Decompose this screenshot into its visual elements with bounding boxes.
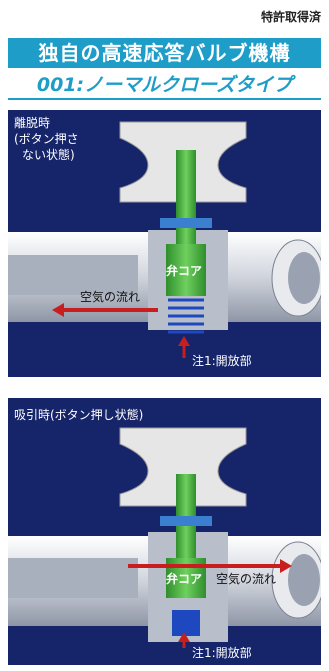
left-bore bbox=[8, 255, 138, 295]
valve-core-label: 弁コア bbox=[166, 572, 203, 586]
patent-label: 特許取得済 bbox=[260, 10, 321, 24]
state-label-line1: 離脱時 bbox=[14, 116, 51, 130]
valve-core-shape bbox=[166, 244, 206, 296]
seal-ring bbox=[160, 218, 212, 228]
valve-closed-panel: 離脱時 (ボタン押さ ない状態) 弁コア 空気の流れ 注1:開放部 bbox=[8, 110, 321, 377]
air-flow-arrow-head bbox=[280, 559, 292, 573]
open-part-note: 注1:開放部 bbox=[192, 354, 252, 368]
subtitle: 001:ノーマルクローズタイプ bbox=[8, 72, 321, 100]
valve-core-label: 弁コア bbox=[166, 264, 203, 278]
note-arrow-head bbox=[178, 336, 190, 346]
state-label: 吸引時(ボタン押し状態) bbox=[14, 408, 144, 422]
valve-open-panel: 吸引時(ボタン押し状態) 弁コア 空気の流れ 注1:開放部 bbox=[8, 398, 321, 665]
seal-ring bbox=[160, 516, 212, 526]
right-bore-hole bbox=[288, 252, 320, 304]
valve-closed-diagram bbox=[8, 121, 321, 358]
compressed-spring bbox=[172, 610, 200, 636]
open-part-note: 注1:開放部 bbox=[192, 646, 252, 660]
main-title: 独自の高速応答バルブ機構 bbox=[8, 38, 321, 68]
state-label-line3: ない状態) bbox=[22, 148, 75, 162]
air-flow-label: 空気の流れ bbox=[80, 290, 141, 304]
state-label-line2: (ボタン押さ bbox=[14, 132, 79, 146]
button-cap-shape bbox=[119, 427, 247, 507]
spring-coils bbox=[168, 298, 204, 334]
air-flow-arrow-head bbox=[52, 303, 64, 317]
valve-stem bbox=[176, 150, 196, 248]
valve-open-diagram bbox=[8, 427, 321, 648]
left-bore bbox=[8, 558, 138, 598]
air-flow-label: 空気の流れ bbox=[216, 572, 277, 586]
right-bore-hole bbox=[288, 554, 320, 606]
note-arrow-head bbox=[178, 632, 190, 642]
